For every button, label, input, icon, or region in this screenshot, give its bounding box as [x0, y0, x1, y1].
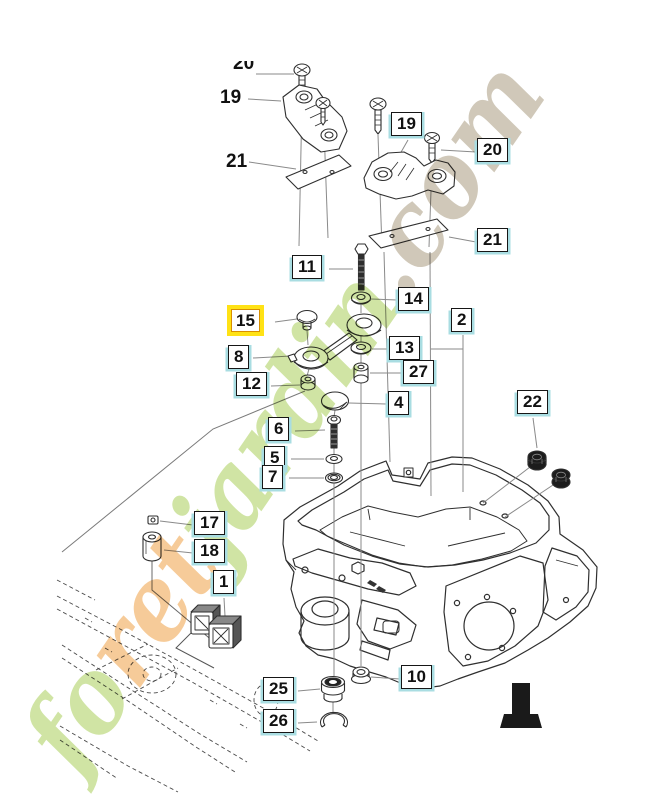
part-label-22[interactable]: 22 [517, 390, 548, 414]
part-label-12[interactable]: 12 [236, 372, 267, 396]
part-label-20-right[interactable]: 20 [477, 138, 508, 162]
washer-14 [350, 291, 372, 305]
part-label-1[interactable]: 1 [213, 570, 235, 594]
leader-lines [61, 73, 554, 724]
nut-17 [147, 515, 159, 525]
part-label-6[interactable]: 6 [268, 417, 290, 441]
snap-ring-26 [319, 711, 349, 728]
bolt-6 [326, 414, 342, 449]
part-label-21-left[interactable]: 21 [226, 151, 248, 172]
plug-screw-15 [296, 309, 318, 331]
nut-10 [350, 666, 372, 685]
part-label-18[interactable]: 18 [194, 539, 225, 563]
grommet-25 [320, 675, 346, 703]
part-label-19-right[interactable]: 19 [391, 112, 422, 136]
spacer-27 [353, 362, 369, 384]
part-label-7[interactable]: 7 [262, 465, 284, 489]
part-label-5[interactable]: 5 [264, 446, 286, 470]
screw-20-right-b [423, 131, 441, 164]
washer-13 [350, 341, 372, 355]
part-label-17[interactable]: 17 [194, 511, 225, 535]
part-label-21-right[interactable]: 21 [477, 228, 508, 252]
part-label-20-top[interactable]: 20 [233, 61, 255, 74]
damper-blocks-1 [190, 604, 242, 649]
part-label-27[interactable]: 27 [403, 360, 434, 384]
washer-7 [324, 472, 344, 484]
cap-4 [320, 391, 350, 411]
small-parts [142, 63, 571, 728]
plate-21-left [285, 154, 352, 190]
washer-5 [325, 453, 343, 465]
part-label-8[interactable]: 8 [228, 345, 250, 369]
bracket-19-left [282, 84, 348, 153]
chassis-housing [282, 456, 598, 690]
part-label-2[interactable]: 2 [451, 308, 473, 332]
link-arm-8 [287, 313, 382, 370]
screw-20-right-a [369, 97, 387, 135]
part-label-13[interactable]: 13 [389, 336, 420, 360]
nuts-22 [527, 450, 571, 489]
part-label-4[interactable]: 4 [388, 391, 410, 415]
spacer-cylinder-18 [142, 531, 162, 562]
bracket-19-right [363, 151, 456, 200]
bolt-11 [354, 243, 369, 291]
plate-21-right [368, 218, 449, 249]
part-label-19-left[interactable]: 19 [220, 87, 242, 108]
down-arrow-icon [500, 683, 542, 728]
part-label-15-highlighted[interactable]: 15 [227, 305, 264, 336]
part-label-11[interactable]: 11 [292, 255, 322, 279]
part-label-25[interactable]: 25 [263, 677, 294, 701]
part-label-14[interactable]: 14 [398, 287, 429, 311]
part-label-26[interactable]: 26 [263, 709, 294, 733]
nut-12 [300, 374, 316, 391]
part-label-10[interactable]: 10 [401, 665, 432, 689]
